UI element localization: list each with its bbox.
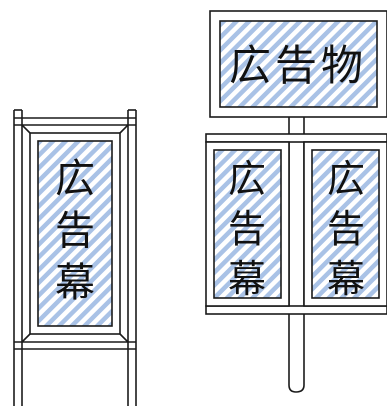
- left-banner-char-1: 広: [55, 156, 95, 202]
- right-banner-char-2: 告: [327, 207, 365, 251]
- left-banner-text: 広 告 幕: [55, 156, 95, 306]
- top-board-panel: [219, 20, 378, 108]
- right-banner-char-3: 幕: [327, 257, 365, 301]
- right-pole: [288, 117, 305, 393]
- mid-banner-char-3: 幕: [228, 257, 266, 301]
- mid-banner-char-1: 広: [228, 157, 266, 201]
- mid-banner-char-2: 告: [228, 207, 266, 251]
- left-banner-stand: [13, 109, 137, 406]
- top-board-text: 広告物: [229, 41, 367, 90]
- left-banner-panel: [37, 140, 113, 327]
- mid-banner-panel: [213, 149, 282, 299]
- right-banner-panel: [311, 149, 380, 299]
- left-banner-char-2: 告: [55, 208, 95, 254]
- right-banner-char-1: 広: [327, 157, 365, 201]
- banner-crossbars: [205, 133, 387, 315]
- mid-banner-text: 広 告 幕: [228, 157, 266, 301]
- right-banner-text: 広 告 幕: [327, 157, 365, 301]
- left-banner-char-3: 幕: [55, 260, 95, 306]
